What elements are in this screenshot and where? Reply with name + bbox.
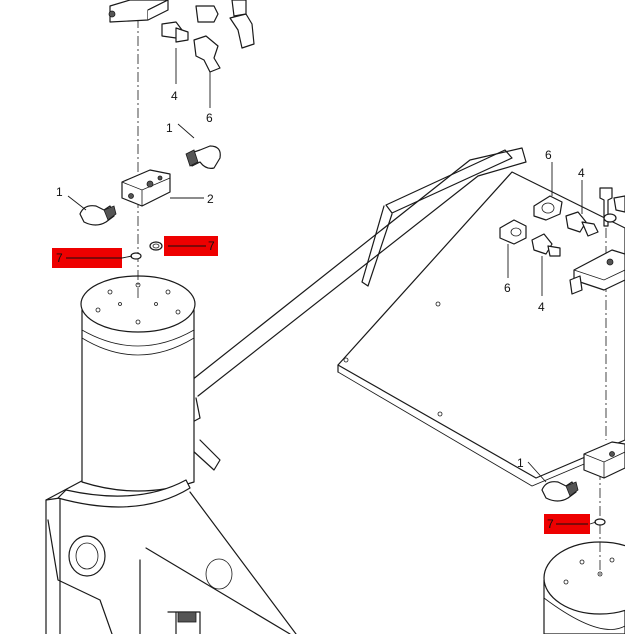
hydraulic-cylinder-left [57,275,196,508]
callout-1-bottom: 1 [517,456,524,470]
callout-4-right: 4 [578,166,585,180]
leader-lines [67,48,583,483]
seal-rings [130,241,606,526]
top-valve-block [108,0,255,73]
highlight-7-left-label: 7 [56,251,63,265]
callout-4-lower: 4 [538,300,545,314]
right-fittings [499,187,625,295]
frame-boom [45,147,527,634]
wing-screw-right [185,145,221,169]
highlight-7-mid: 7 [164,236,218,256]
callout-labels: 4 6 1 1 2 6 4 6 4 1 [56,89,585,470]
callout-6-right: 6 [545,148,552,162]
highlight-7-right: 7 [544,514,597,534]
highlight-7-left: 7 [52,248,133,268]
callout-6-top: 6 [206,111,213,125]
highlight-7-mid-label: 7 [208,239,215,253]
highlight-7-right-label: 7 [547,517,554,531]
wing-screw-left [79,205,117,226]
callout-6-lower: 6 [504,281,511,295]
callout-1-top: 1 [166,121,173,135]
callout-4-top: 4 [171,89,178,103]
hydraulic-cylinder-right [543,541,625,634]
valve-block-right [541,441,625,502]
callout-1-left: 1 [56,185,63,199]
callout-2: 2 [207,192,214,206]
valve-block-left [121,169,171,207]
